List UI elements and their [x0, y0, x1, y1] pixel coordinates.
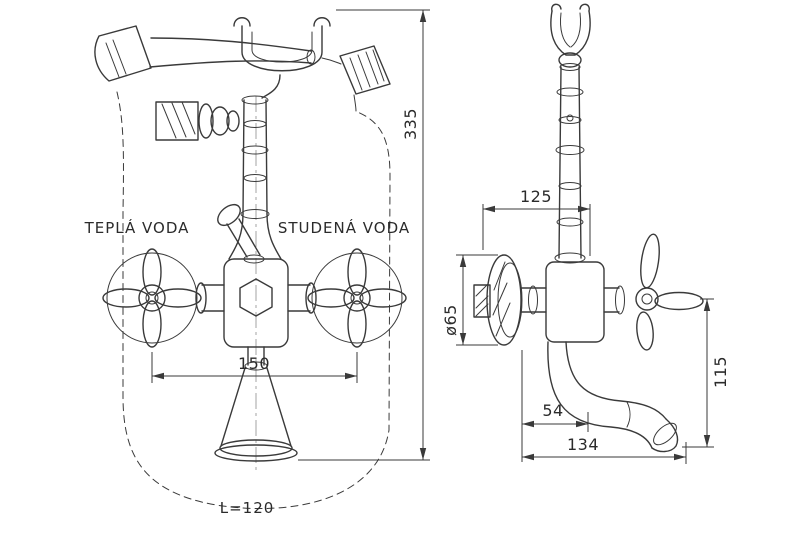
column-side: [554, 63, 586, 264]
hose-length-label: L=120: [220, 499, 275, 517]
riser-column: [228, 95, 282, 260]
body-side: [545, 261, 605, 343]
front-view: TEPLÁ VODA STUDENÁ VODA L=120 150 335: [84, 9, 430, 517]
cold-water-label: STUDENÁ VODA: [278, 218, 410, 237]
dim-spout-reach: 134: [522, 435, 687, 464]
handle-hot: [102, 248, 202, 348]
mixer-body: [195, 258, 317, 348]
hot-water-label: TEPLÁ VODA: [84, 218, 190, 237]
dim-wall-offset: 54: [521, 350, 589, 462]
handle-side: [603, 233, 704, 351]
shower-cradle: [233, 17, 331, 99]
shower-hose-outline: [116, 91, 391, 510]
dim-total-height: 335: [298, 9, 430, 461]
cradle-fork-side: [550, 3, 591, 68]
dim-diameter-value: ø65: [441, 304, 460, 336]
dim-150-value: 150: [238, 354, 270, 373]
diverter-lever: [217, 203, 265, 264]
dim-125-value: 125: [520, 187, 552, 206]
handset-shower: [94, 25, 316, 82]
dim-134-value: 134: [567, 435, 599, 454]
side-view: 125 ø65 54 134 115: [441, 3, 730, 464]
handle-cold: [307, 248, 407, 348]
spray-nozzle: [321, 45, 391, 112]
tub-spout-bell: [214, 346, 298, 462]
dim-spout-drop: 115: [682, 298, 730, 448]
dim-flange-diameter: ø65: [441, 254, 498, 346]
spout-side: [547, 341, 679, 453]
wall-flange: [473, 254, 547, 346]
wall-bracket: [155, 101, 240, 141]
dim-115-value: 115: [711, 356, 730, 388]
dim-handle-spacing: 150: [151, 352, 358, 383]
dim-335-value: 335: [401, 108, 420, 140]
dim-depth-top: 125: [482, 187, 591, 256]
dim-54-value: 54: [542, 401, 563, 420]
